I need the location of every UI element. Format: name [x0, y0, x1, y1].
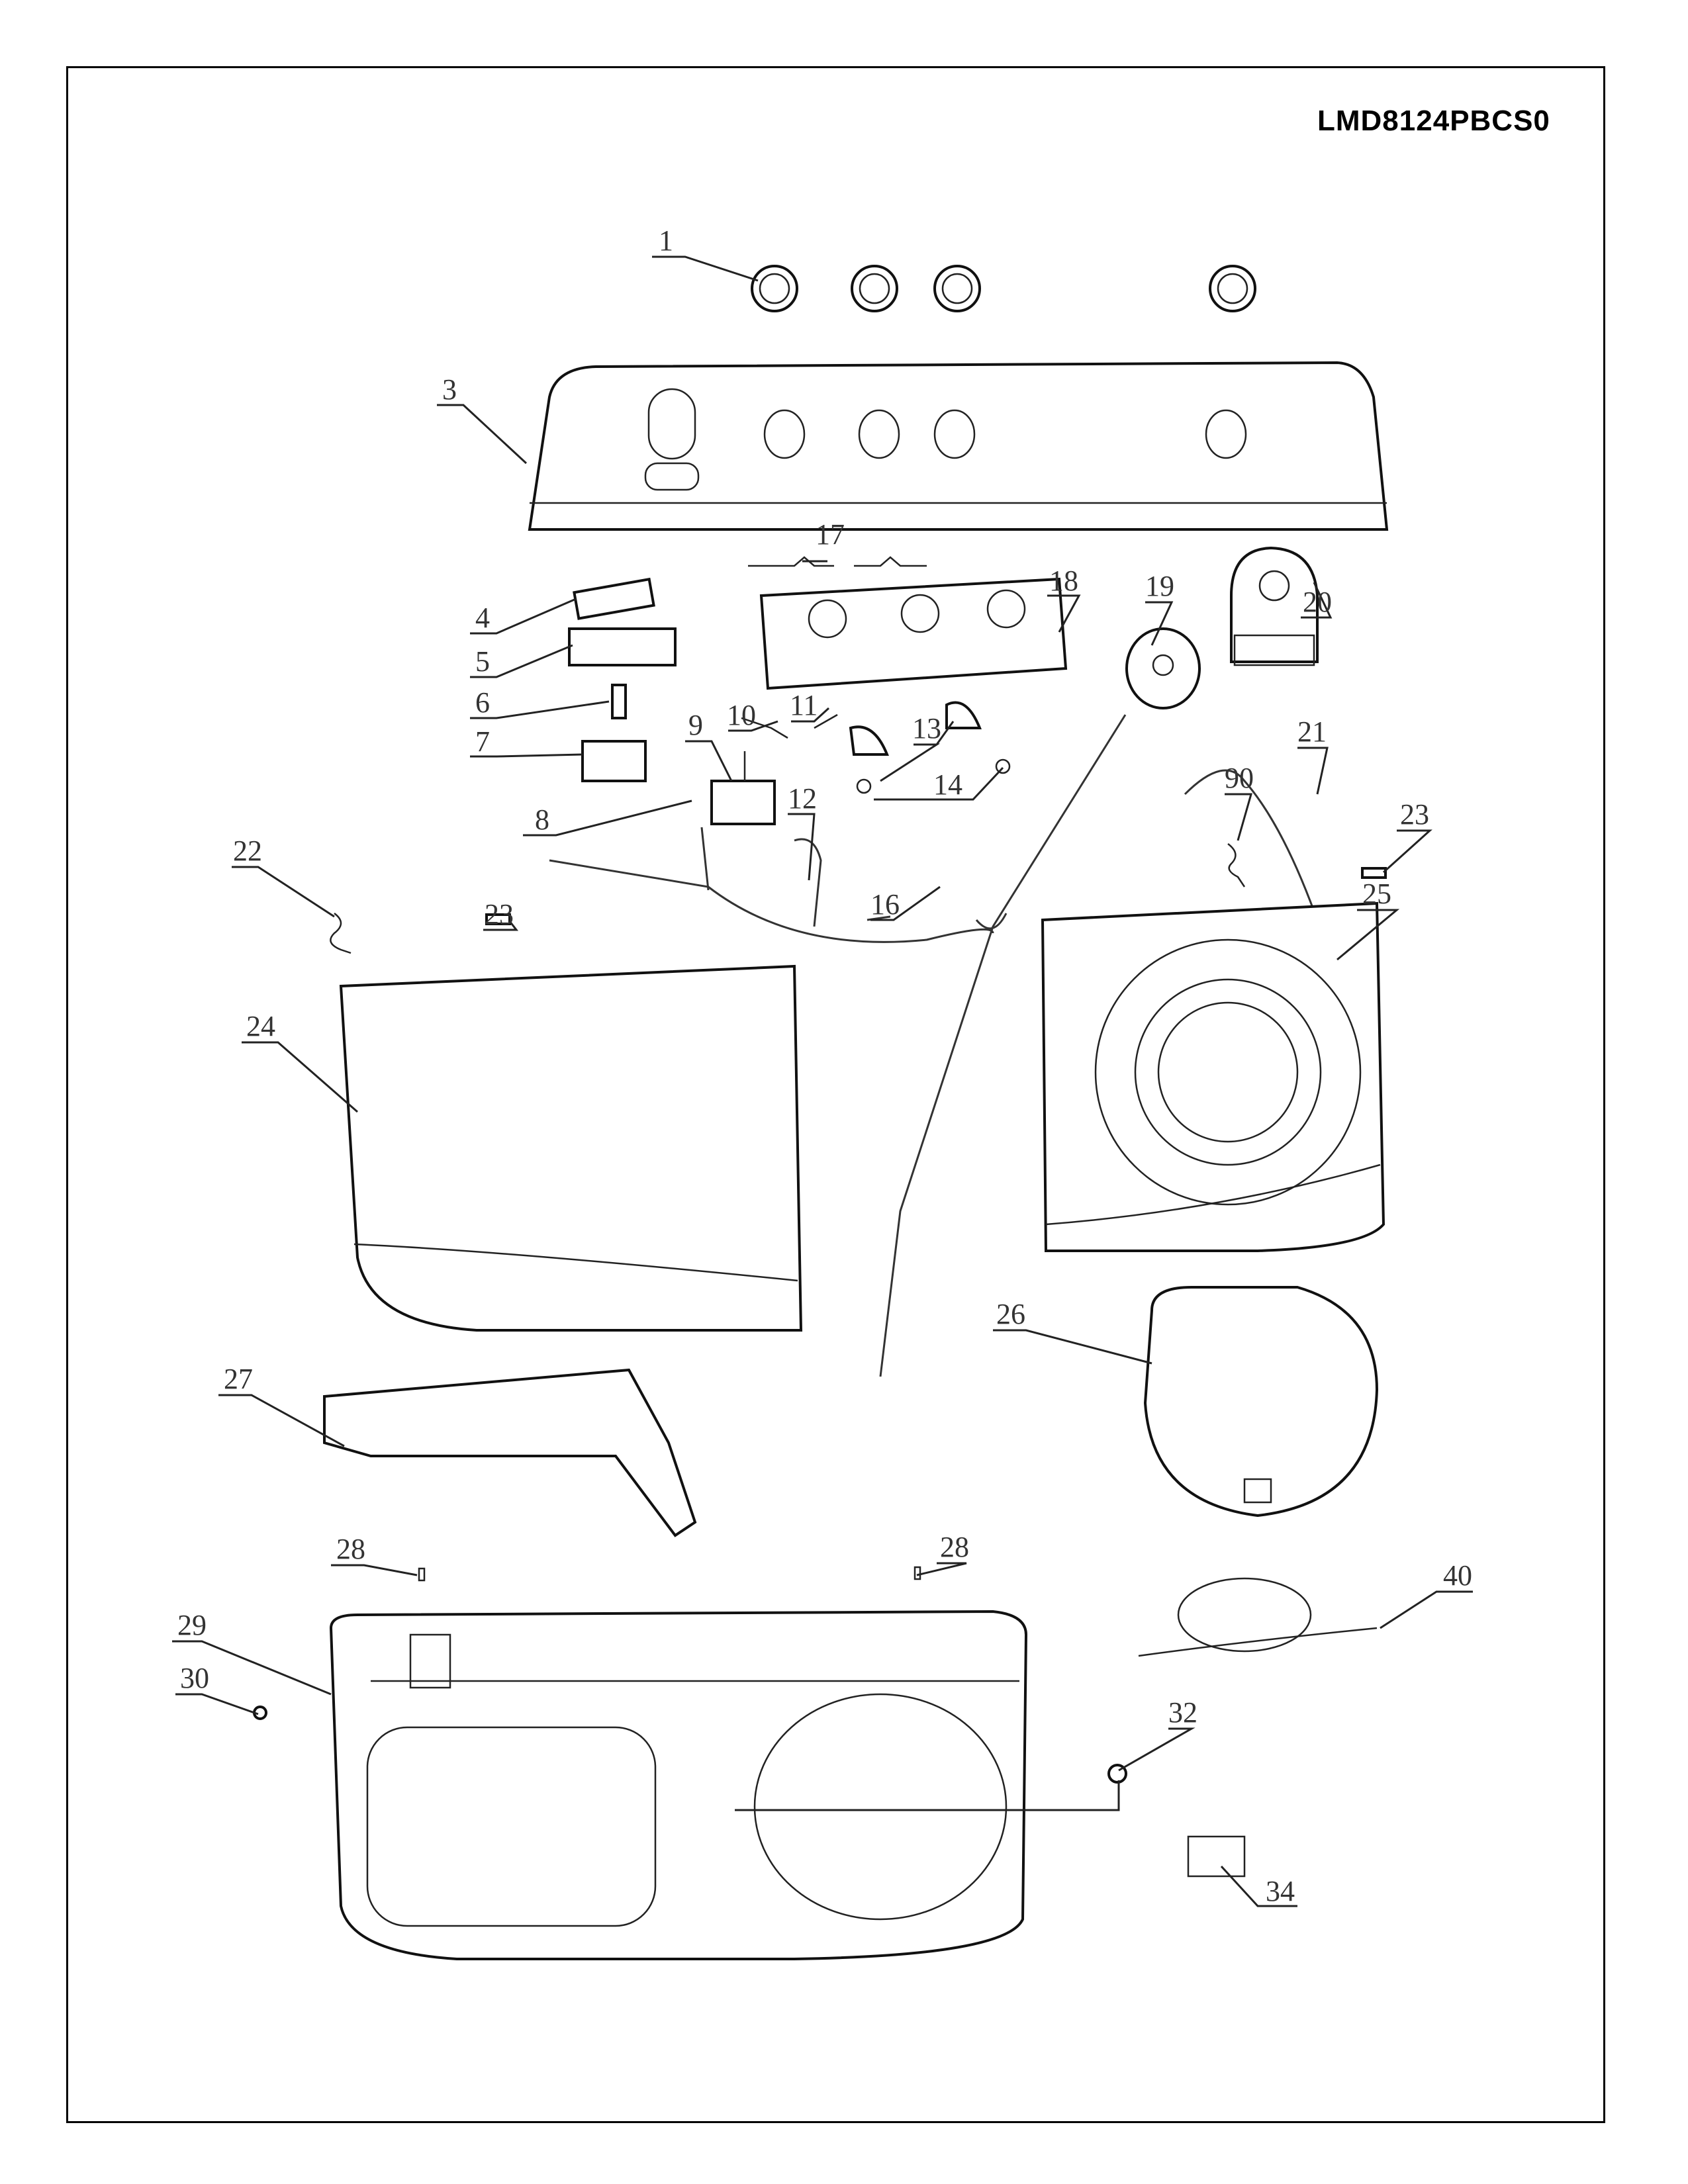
callout-17: 17 — [816, 518, 845, 551]
callout-23-left: 23 — [485, 898, 514, 931]
control-panel-part — [528, 361, 1389, 531]
top-cover-part — [329, 1610, 1028, 1960]
callout-40: 40 — [1443, 1559, 1472, 1592]
callout-13: 13 — [912, 712, 941, 745]
callout-8: 8 — [535, 803, 549, 836]
model-code: LMD8124PBCS0 — [1317, 105, 1550, 137]
callout-19: 19 — [1145, 570, 1174, 602]
callout-16: 16 — [870, 888, 900, 921]
callout-20: 20 — [1303, 586, 1332, 618]
callout-9: 9 — [688, 709, 703, 741]
callout-24: 24 — [246, 1010, 275, 1042]
wash-timer-part — [1125, 627, 1201, 709]
callout-labels: 1 3 4 5 6 7 8 9 10 11 12 13 14 16 17 18 … — [177, 224, 1472, 1907]
callout-12: 12 — [788, 782, 817, 815]
wash-lid-part — [339, 964, 803, 1332]
callout-14: 14 — [933, 768, 962, 801]
diagram-frame — [66, 66, 1605, 2123]
callout-18: 18 — [1049, 565, 1078, 597]
callout-7: 7 — [475, 725, 490, 758]
spin-cover-part — [1143, 1286, 1379, 1518]
callout-25: 25 — [1362, 878, 1391, 910]
callout-3: 3 — [442, 373, 457, 406]
drain-hose-part — [1138, 1577, 1378, 1657]
callout-6: 6 — [475, 686, 490, 719]
knob-part — [751, 265, 1256, 312]
switch-parts-group — [710, 701, 1011, 825]
leader-lines — [172, 255, 1473, 1907]
callout-30: 30 — [180, 1662, 209, 1694]
callout-21: 21 — [1297, 715, 1327, 748]
switch-assembly-part — [568, 577, 677, 782]
callout-10: 10 — [727, 699, 756, 731]
callout-5: 5 — [475, 645, 490, 678]
callout-23-right: 23 — [1400, 798, 1429, 831]
callout-4: 4 — [475, 602, 490, 634]
callout-27: 27 — [224, 1363, 253, 1395]
callout-32: 32 — [1168, 1696, 1197, 1729]
callout-28-right: 28 — [940, 1531, 969, 1563]
water-inlet-part — [323, 1368, 697, 1537]
callout-26: 26 — [996, 1298, 1025, 1330]
callout-34: 34 — [1266, 1875, 1295, 1907]
callout-90: 90 — [1225, 762, 1254, 794]
timer-bracket-part — [759, 577, 1068, 690]
spin-lid-part — [1041, 901, 1385, 1252]
callout-11: 11 — [790, 689, 818, 721]
callout-1: 1 — [659, 224, 673, 257]
contact-strip-part — [748, 556, 927, 567]
callout-22: 22 — [233, 835, 262, 867]
springs-group — [330, 843, 1387, 954]
callout-28-left: 28 — [336, 1533, 365, 1565]
callout-29: 29 — [177, 1609, 207, 1641]
